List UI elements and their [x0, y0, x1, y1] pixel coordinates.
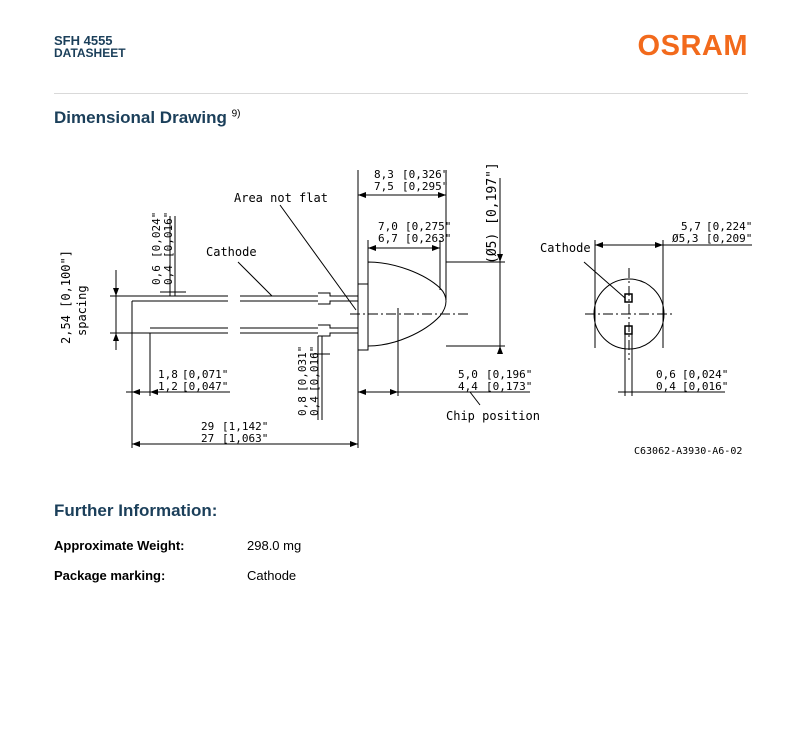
dim-7-0-in: [0,275": [405, 220, 451, 233]
dim-7-0: 7,0: [378, 220, 398, 233]
dim-lead-0-6-in: [0,024": [150, 212, 163, 258]
area-not-flat-leader: [279, 204, 357, 311]
cathode-side-label: Cathode: [206, 245, 257, 259]
marking-value: Cathode: [247, 568, 297, 583]
weight-label: Approximate Weight:: [54, 538, 185, 553]
dim-5-3: Ø5,3: [672, 232, 699, 245]
dim-1-2: 1,2: [158, 380, 178, 393]
dim-5-7: 5,7: [681, 220, 701, 233]
dim-5-0: 5,0: [458, 368, 478, 381]
dim-shoulder-0-4-in: [0,016": [308, 346, 321, 392]
dim-29-in: [1,142": [222, 420, 268, 433]
chip-position-label: Chip position: [446, 409, 540, 423]
footnote-ref: 9): [231, 108, 241, 120]
cathode-side-leader: [237, 261, 273, 297]
product-model: SFH 4555: [54, 33, 113, 48]
dim-front-0-6: 0,6: [656, 368, 676, 381]
chip-position-leader: [469, 391, 481, 406]
area-not-flat-label: Area not flat: [234, 191, 328, 205]
dim-lead-0-6: 0,6: [150, 265, 163, 285]
document-type: DATASHEET: [54, 46, 126, 60]
dim-1-2-in: [0,047": [182, 380, 228, 393]
dim-4-4-in: [0,173": [486, 380, 532, 393]
dim-1-8: 1,8: [158, 368, 178, 381]
document-header: SFH 4555 DATASHEET: [54, 34, 126, 59]
dim-4-4: 4,4: [458, 380, 478, 393]
cathode-front-leader: [583, 261, 626, 299]
dim-front-0-6-in: [0,024": [682, 368, 728, 381]
dim-27-in: [1,063": [222, 432, 268, 445]
dimensional-drawing-heading: Dimensional Drawing 9): [54, 108, 241, 128]
dim-lead-0-4-in: [0,016": [162, 212, 175, 258]
dim-0-8: 0,8: [296, 396, 309, 416]
dim-spacing-2-54: 2,54 [0,100"]: [59, 250, 73, 344]
dimensional-drawing-title: Dimensional Drawing: [54, 108, 227, 127]
dim-5-3-in: [0,209": [706, 232, 752, 245]
dim-5-7-in: [0,224": [706, 220, 752, 233]
dimensional-drawing: Area not flat Cathode Chip position C630…: [59, 162, 752, 457]
header-divider: [54, 93, 748, 94]
dim-29: 29: [201, 420, 214, 433]
dim-8-3-in: [0,326": [402, 168, 448, 181]
cathode-front-label: Cathode: [540, 241, 591, 255]
spacing-label: spacing: [75, 285, 89, 336]
dim-27: 27: [201, 432, 214, 445]
dim-1-8-in: [0,071": [182, 368, 228, 381]
weight-value: 298.0 mg: [247, 538, 302, 553]
dim-0-8-in: [0,031": [296, 346, 309, 392]
dim-diameter-5: (Ø5) [0,197"]: [485, 162, 500, 264]
further-information-heading: Further Information:: [54, 501, 218, 520]
front-lead-lower: [624, 325, 633, 335]
doc-code-label: C63062-A3930-A6-02: [634, 446, 742, 457]
dim-8-3: 8,3: [374, 168, 394, 181]
dim-6-7: 6,7: [378, 232, 398, 245]
dim-front-0-4: 0,4: [656, 380, 676, 393]
dim-5-0-in: [0,196": [486, 368, 532, 381]
dim-7-5: 7,5: [374, 180, 394, 193]
led-body-outline: [357, 261, 447, 351]
dim-lead-0-4: 0,4: [162, 265, 175, 285]
osram-logo: OSRAM: [637, 30, 748, 62]
dim-front-0-4-in: [0,016": [682, 380, 728, 393]
dim-6-7-in: [0,263": [405, 232, 451, 245]
dim-shoulder-0-4: 0,4: [308, 396, 321, 416]
marking-label: Package marking:: [54, 568, 166, 583]
dim-7-5-in: [0,295": [402, 180, 448, 193]
